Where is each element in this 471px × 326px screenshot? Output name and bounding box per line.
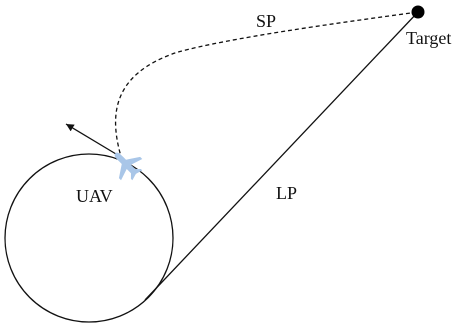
lp-path-line	[144, 11, 419, 301]
loiter-circle	[4, 153, 174, 323]
sp-label: SP	[256, 11, 276, 31]
heading-arrow	[65, 123, 117, 155]
lp-label: LP	[276, 183, 297, 203]
uav-label: UAV	[76, 186, 113, 206]
target-dot-icon	[411, 5, 425, 19]
airplane-icon	[114, 152, 143, 181]
sp-path-line	[114, 11, 419, 161]
target-label: Target	[406, 28, 451, 48]
